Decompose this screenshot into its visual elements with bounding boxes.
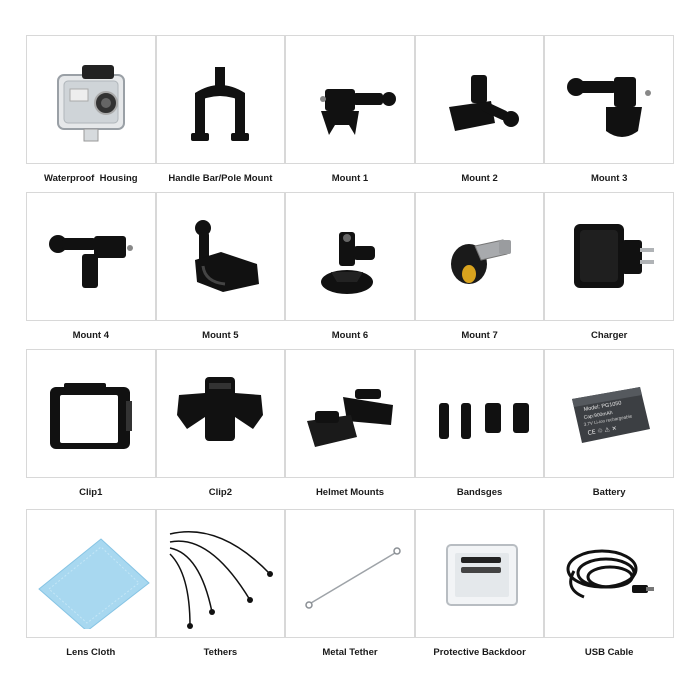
item-waterproof-housing: Waterproof Housing (26, 35, 156, 192)
item-label: Protective Backdoor (433, 647, 526, 658)
mount-6-icon (285, 192, 415, 321)
item-label: Waterproof Housing (44, 173, 138, 184)
item-tethers: Tethers (155, 509, 286, 669)
item-lens-cloth: Lens Cloth (26, 509, 156, 669)
lens-cloth-icon (26, 509, 156, 638)
item-label: Bandsges (456, 487, 503, 498)
item-label: Handle Bar/Pole Mount (168, 173, 273, 184)
item-charger: Charger (544, 192, 674, 349)
item-label: Charger (590, 330, 628, 341)
mount-3-icon (544, 35, 674, 164)
item-mount-4: Mount 4 (26, 192, 156, 349)
item-label: Metal Tether (322, 647, 378, 658)
tethers-icon (155, 509, 286, 638)
item-label: Battery (592, 487, 626, 498)
battery-icon: Model: PG1050 Cap:900mAh 3.7V Li-ion rec… (544, 349, 674, 478)
accessory-grid: Waterproof Housing Handle Bar/Pole Mount (26, 35, 674, 669)
item-label: Mount 6 (331, 330, 369, 341)
item-clip2: Clip2 (155, 349, 286, 509)
item-label: Clip2 (208, 487, 232, 498)
item-mount-6: Mount 6 (285, 192, 415, 349)
item-label: Clip1 (79, 487, 103, 498)
waterproof-housing-icon (26, 35, 156, 164)
item-label: Lens Cloth (66, 647, 116, 658)
item-clip1: Clip1 (26, 349, 156, 509)
clip2-icon (155, 349, 286, 478)
mount-4-icon (26, 192, 156, 321)
mount-7-icon (414, 192, 545, 321)
item-usb-cable: USB Cable (544, 509, 674, 669)
battery-capacity-text: Cap:900mAh (583, 409, 613, 420)
item-mount-5: Mount 5 (155, 192, 286, 349)
item-label: USB Cable (584, 647, 634, 658)
item-helmet-mounts: Helmet Mounts (285, 349, 415, 509)
item-handle-bar-pole-mount: Handle Bar/Pole Mount (155, 35, 286, 192)
metal-tether-icon (285, 509, 415, 638)
item-protective-backdoor: Protective Backdoor (414, 509, 545, 669)
clip1-icon (26, 349, 156, 478)
item-mount-3: Mount 3 (544, 35, 674, 192)
item-battery: Model: PG1050 Cap:900mAh 3.7V Li-ion rec… (544, 349, 674, 509)
mount-1-icon (285, 35, 415, 164)
usb-cable-icon (544, 509, 674, 638)
item-mount-1: Mount 1 (285, 35, 415, 192)
mount-2-icon (414, 35, 545, 164)
item-mount-2: Mount 2 (414, 35, 545, 192)
item-metal-tether: Metal Tether (285, 509, 415, 669)
item-label: Mount 4 (72, 330, 109, 341)
handle-bar-pole-mount-icon (155, 35, 286, 164)
item-label: Mount 2 (461, 173, 498, 184)
item-mount-7: Mount 7 (414, 192, 545, 349)
item-label: Mount 7 (461, 330, 498, 341)
bandages-icon (414, 349, 545, 478)
item-label: Tethers (203, 647, 238, 658)
item-bandages: Bandsges (414, 349, 545, 509)
item-label: Mount 3 (590, 173, 628, 184)
item-label: Mount 1 (331, 173, 369, 184)
item-label: Mount 5 (202, 330, 239, 341)
charger-icon (544, 192, 674, 321)
helmet-mounts-icon (285, 349, 415, 478)
mount-5-icon (155, 192, 286, 321)
protective-backdoor-icon (414, 509, 545, 638)
item-label: Helmet Mounts (315, 487, 385, 498)
